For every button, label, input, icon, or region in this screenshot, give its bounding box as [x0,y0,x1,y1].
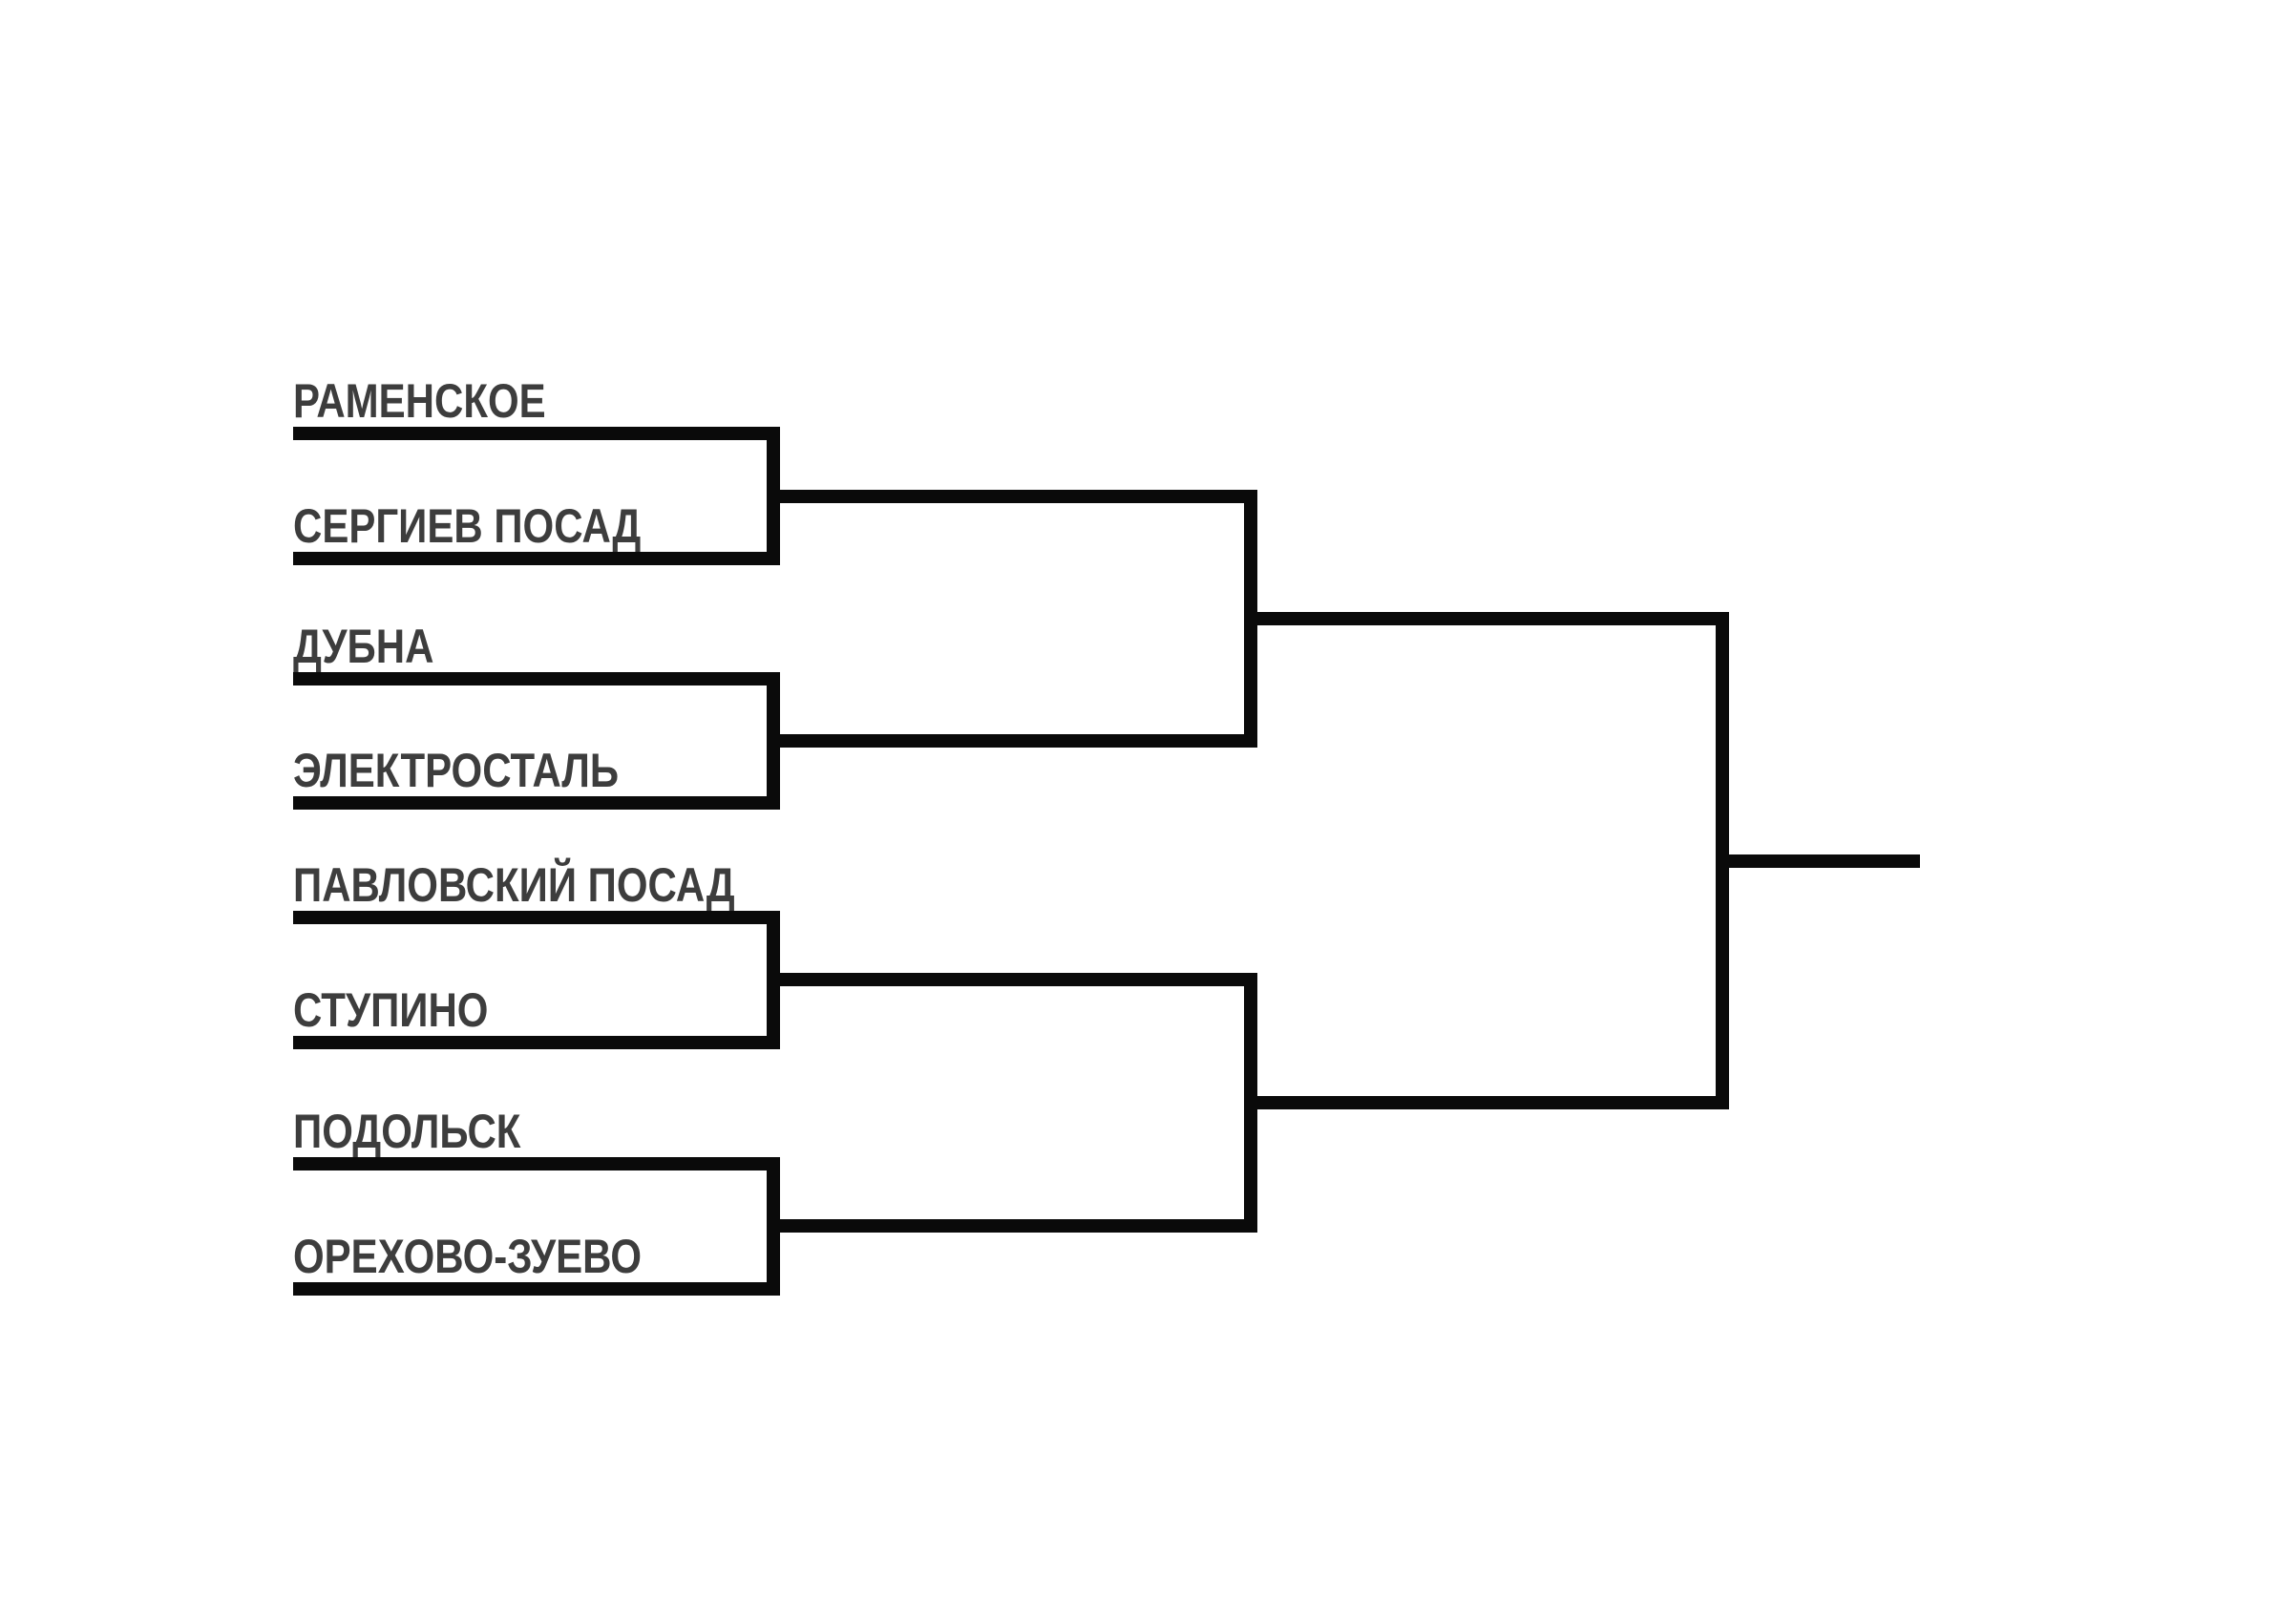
qf3-team-bottom-label: СТУПИНО [293,983,489,1037]
qf4-winner-line [767,1219,1257,1233]
qf2-team-top-underline [293,672,780,685]
semifinal-bottom-winner-line [1244,1096,1729,1109]
qf1-winner-line [767,490,1257,503]
qf3-team-top-underline [293,911,780,924]
qf1-team-bottom-label: СЕРГИЕВ ПОСАД [293,499,642,553]
qf1-team-bottom-underline [293,552,780,565]
qf4-team-bottom-label: ОРЕХОВО-ЗУЕВО [293,1230,643,1283]
qf4-team-top-underline [293,1157,780,1171]
qf2-team-bottom-underline [293,796,780,810]
qf3-winner-line [767,973,1257,986]
qf3-team-top-label: ПАВЛОВСКИЙ ПОСАД [293,858,735,912]
qf2-team-top-label: ДУБНА [293,620,434,673]
qf2-winner-line [767,734,1257,748]
champion-line [1716,854,1920,868]
qf1-team-top-underline [293,427,780,440]
qf2-team-bottom-label: ЭЛЕКТРОСТАЛЬ [293,744,620,797]
qf4-team-top-label: ПОДОЛЬСК [293,1105,521,1158]
qf4-team-bottom-underline [293,1282,780,1296]
qf3-team-bottom-underline [293,1036,780,1049]
semifinal-top-winner-line [1244,612,1729,625]
qf1-team-top-label: РАМЕНСКОЕ [293,374,546,428]
